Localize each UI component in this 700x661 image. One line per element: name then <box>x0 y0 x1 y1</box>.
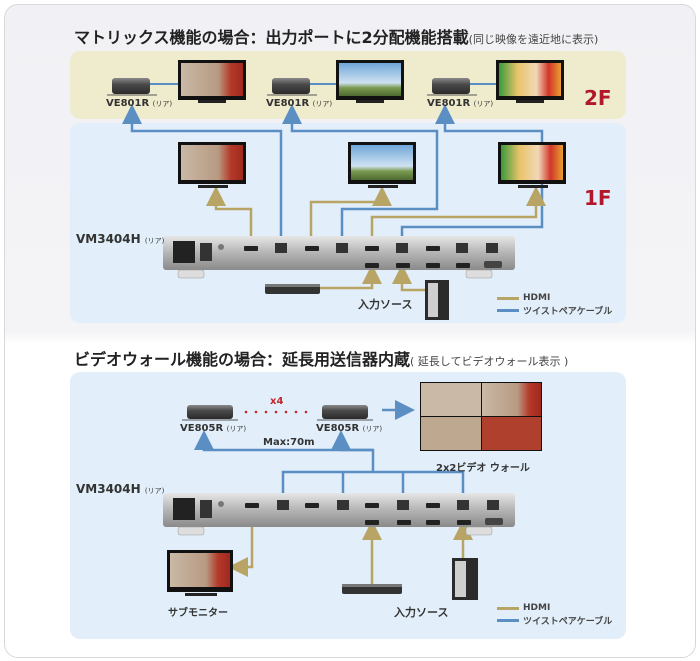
legend-swatch-hdmi <box>497 296 519 300</box>
legend-swatch-hdmi-2 <box>497 606 519 610</box>
tv-1f-2 <box>348 142 416 188</box>
hdmi-cable-3 <box>370 186 546 240</box>
hdmi-cable-2 <box>309 186 392 240</box>
section1-heading: マトリックス機能の場合：出力ポートに2分配機能搭載(同じ映像を遠近地に表示) <box>74 24 598 48</box>
floor2-devices <box>107 60 564 103</box>
receiver-2f-1 <box>107 78 180 96</box>
submonitor <box>167 550 233 596</box>
matrix-switch-section1 <box>163 236 515 279</box>
videowall-2x2 <box>420 382 542 451</box>
input-source-label-2: 入力ソース <box>394 606 449 619</box>
tv-1f-3 <box>498 142 566 188</box>
dvd-player-section2 <box>342 584 402 594</box>
legend-swatch-twisted-pair <box>497 308 519 312</box>
switch-model-label-2: VM3404H (リア) <box>76 482 165 496</box>
receiver-2f-2 <box>267 78 338 96</box>
tv-2f-2 <box>336 60 404 103</box>
section2-title: ビデオウォール機能の場合：延長用送信器内蔵 <box>74 350 411 369</box>
receiver-label-2f-2: VE801R (リア) <box>266 98 333 109</box>
tv-2f-1 <box>178 60 246 103</box>
section1-subtitle: (同じ映像を遠近地に表示) <box>468 33 599 46</box>
submonitor-label: サブモニター <box>168 608 228 619</box>
floor-1f-label: 1F <box>584 186 612 210</box>
legend-section2: HDMI ツイストペアケーブル <box>497 602 612 627</box>
hdmi-source-pc <box>392 264 430 292</box>
ve805r-receiver-1 <box>182 405 238 421</box>
pc-tower-section2 <box>452 558 478 600</box>
hdmi-cables-section2 <box>228 510 473 585</box>
tp-cable-1 <box>122 104 283 240</box>
dvd-player-section1 <box>265 284 320 294</box>
input-source-label-1: 入力ソース <box>358 298 413 311</box>
switch-model-label-1: VM3404H (リア) <box>76 232 165 246</box>
multiplier-label: x4 <box>270 396 284 407</box>
legend-item-twisted-pair-2: ツイストペアケーブル <box>497 614 612 627</box>
receiver-2f-3 <box>427 78 497 96</box>
distance-label: Max:70m <box>263 437 315 448</box>
ve805r-receiver-2 <box>317 405 373 421</box>
hdmi-cable-1 <box>206 186 253 240</box>
receiver-label-2f-1: VE801R (リア) <box>106 98 173 109</box>
ve805r-label-1: VE805R (リア) <box>180 423 247 434</box>
tp-bus <box>281 470 465 497</box>
section2-heading: ビデオウォール機能の場合：延長用送信器内蔵( 延長してビデオウォール表示 ) <box>74 346 568 370</box>
ve805r-label-2: VE805R (リア) <box>316 423 383 434</box>
pc-tower-section1 <box>425 280 449 320</box>
floor-2f-label: 2F <box>584 86 612 110</box>
tv-1f-1 <box>178 142 246 188</box>
matrix-switch-section2 <box>163 493 515 536</box>
twisted-pair-cables-section2 <box>194 400 465 497</box>
legend-swatch-twisted-pair-2 <box>497 618 519 622</box>
hdmi-to-submonitor <box>228 510 254 577</box>
legend-item-hdmi-2: HDMI <box>497 602 612 614</box>
videowall-label: 2x2ビデオ ウォール <box>436 463 530 474</box>
tp-to-ve805r-1 <box>194 430 375 472</box>
dotted-connection <box>244 410 308 414</box>
tp-to-ve805r-2 <box>331 430 373 452</box>
floor1-devices <box>178 142 566 188</box>
section1-title: マトリックス機能の場合：出力ポートに2分配機能搭載 <box>74 28 469 47</box>
legend-item-twisted-pair: ツイストペアケーブル <box>497 304 612 317</box>
section2-subtitle: ( 延長してビデオウォール表示 ) <box>410 355 569 368</box>
tv-2f-3 <box>496 60 564 103</box>
legend-item-hdmi: HDMI <box>497 292 612 304</box>
receiver-label-2f-3: VE801R (リア) <box>427 98 494 109</box>
hdmi-cables-section1 <box>206 186 546 292</box>
hdmi-source-dvd <box>320 264 382 290</box>
tp-cable-2 <box>282 104 439 240</box>
legend-section1: HDMI ツイストペアケーブル <box>497 292 612 317</box>
